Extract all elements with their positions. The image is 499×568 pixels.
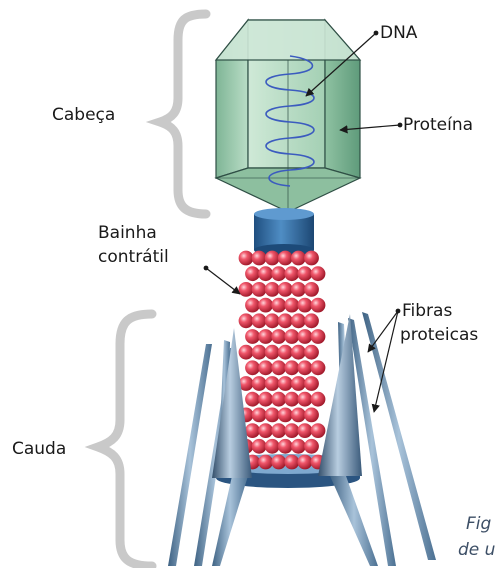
sheath-bead	[298, 360, 313, 375]
sheath-bead	[258, 423, 273, 438]
sheath-bead	[258, 360, 273, 375]
label-sheath-line2: contrátil	[98, 246, 169, 268]
label-protein: Proteína	[403, 114, 473, 136]
sheath-bead	[291, 439, 306, 454]
caption-line1: Fig	[466, 513, 491, 535]
label-tail: Cauda	[12, 438, 66, 460]
sheath-bead	[284, 360, 299, 375]
sheath-bead	[304, 313, 319, 328]
sheath-bead	[284, 423, 299, 438]
sheath-bead	[265, 313, 280, 328]
sheath-bead	[245, 360, 260, 375]
sheath-bead	[278, 345, 293, 360]
sheath-bead	[252, 408, 267, 423]
sheath-bead	[298, 423, 313, 438]
sheath-bead	[258, 392, 273, 407]
sheath-bead	[271, 360, 286, 375]
sheath-bead	[265, 376, 280, 391]
sheath-bead	[239, 251, 254, 266]
sheath-bead	[304, 345, 319, 360]
sheath-bead	[271, 423, 286, 438]
sheath-bead	[252, 313, 267, 328]
tail-brace	[98, 314, 152, 566]
sheath-bead	[298, 298, 313, 313]
sheath-bead	[271, 392, 286, 407]
sheath-bead	[304, 408, 319, 423]
sheath-bead	[311, 266, 326, 281]
capsid-head	[216, 20, 360, 212]
label-head: Cabeça	[52, 104, 115, 126]
sheath-bead	[311, 329, 326, 344]
label-fibers-line2: proteicas	[400, 324, 478, 346]
sheath-bead	[311, 423, 326, 438]
label-fibers-line1: Fibras	[402, 300, 452, 322]
sheath-bead	[291, 345, 306, 360]
sheath-bead	[265, 408, 280, 423]
sheath-bead	[258, 455, 273, 470]
sheath-bead	[278, 251, 293, 266]
sheath-bead	[245, 423, 260, 438]
sheath-bead	[291, 313, 306, 328]
sheath-bead	[271, 455, 286, 470]
sheath-bead	[298, 392, 313, 407]
sheath-bead	[278, 439, 293, 454]
sheath-bead	[298, 455, 313, 470]
label-sheath-line1: Bainha	[98, 222, 157, 244]
sheath-bead	[252, 376, 267, 391]
head-brace	[160, 14, 206, 214]
sheath-bead	[284, 298, 299, 313]
sheath-bead	[252, 439, 267, 454]
sheath-bead	[284, 329, 299, 344]
sheath-bead	[291, 282, 306, 297]
sheath-bead	[239, 345, 254, 360]
sheath-bead	[311, 298, 326, 313]
sheath-bead	[258, 298, 273, 313]
sheath-bead	[239, 313, 254, 328]
sheath-bead	[278, 282, 293, 297]
caption-line2: de u	[458, 539, 495, 561]
sheath-bead	[271, 298, 286, 313]
sheath-bead	[284, 455, 299, 470]
sheath-bead	[291, 251, 306, 266]
sheath-bead	[304, 282, 319, 297]
sheath-bead	[298, 266, 313, 281]
sheath-bead	[252, 251, 267, 266]
sheath-bead	[278, 376, 293, 391]
sheath-bead	[252, 345, 267, 360]
sheath-bead	[245, 392, 260, 407]
sheath-bead	[265, 251, 280, 266]
sheath-bead	[304, 439, 319, 454]
sheath-bead	[271, 266, 286, 281]
sheath-bead	[291, 408, 306, 423]
sheath-bead	[265, 439, 280, 454]
sheath-bead	[258, 266, 273, 281]
sheath-bead	[278, 313, 293, 328]
sheath-bead	[311, 392, 326, 407]
sheath-bead	[291, 376, 306, 391]
label-dna: DNA	[380, 22, 417, 44]
sheath-bead	[265, 282, 280, 297]
collar	[254, 208, 314, 256]
sheath-bead	[265, 345, 280, 360]
sheath-bead	[252, 282, 267, 297]
sheath-bead	[271, 329, 286, 344]
sheath-bead	[311, 360, 326, 375]
sheath-bead	[298, 329, 313, 344]
sheath-bead	[245, 329, 260, 344]
sheath-bead	[284, 392, 299, 407]
sheath-bead	[245, 298, 260, 313]
sheath-bead	[304, 376, 319, 391]
sheath-bead	[278, 408, 293, 423]
sheath-bead	[284, 266, 299, 281]
sheath-bead	[239, 282, 254, 297]
sheath-bead	[258, 329, 273, 344]
sheath-bead	[245, 266, 260, 281]
contractile-sheath	[239, 251, 326, 470]
sheath-bead	[304, 251, 319, 266]
